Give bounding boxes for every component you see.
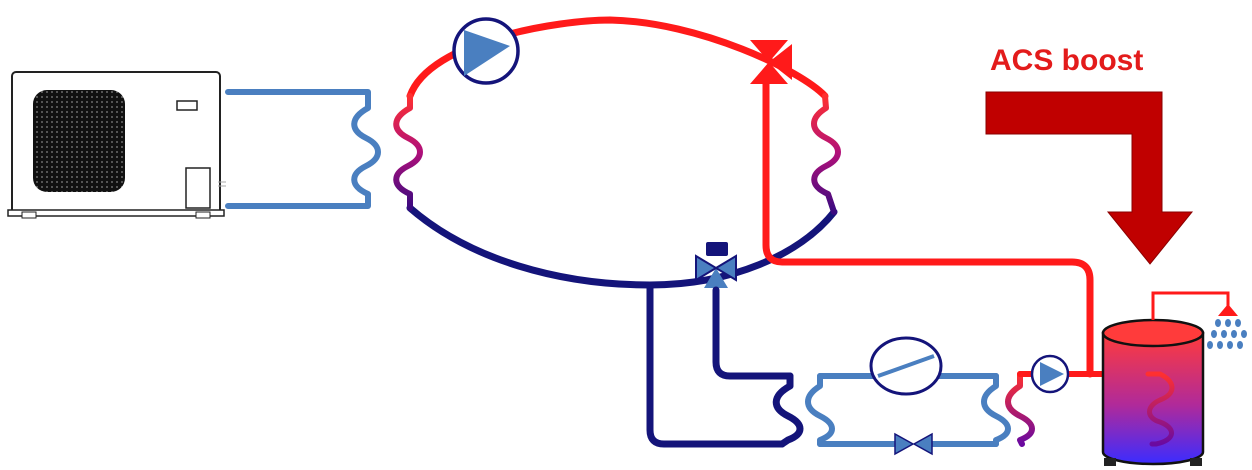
diverter-valve-cold [695,242,737,288]
source-loop [225,89,381,209]
boost-hot-pipe [762,76,1094,378]
unit-badge [176,100,198,111]
circulator-pump-dhw [1030,354,1070,394]
fan-grille [33,90,125,192]
source-heat-exchanger [393,93,423,211]
tank-coil [1145,371,1175,447]
outdoor-unit [7,71,226,219]
acs-boost-label: ACS boost [990,44,1144,77]
cold-return-pipe [406,204,838,289]
shower-water-drops-icon [1207,319,1247,349]
shower-outlet [1151,291,1238,320]
compressor [869,336,943,396]
dhw-heat-exchanger [1005,371,1035,447]
connection-panel [185,167,211,209]
expansion-valve [894,432,933,456]
circulator-pump-main [452,17,520,85]
dhw-cold-loop [646,281,804,448]
emitter-heat-exchanger [811,93,841,215]
diverter-valve-hot [750,40,792,84]
dhw-tank [1101,318,1205,466]
boost-arrow-icon [985,91,1194,265]
